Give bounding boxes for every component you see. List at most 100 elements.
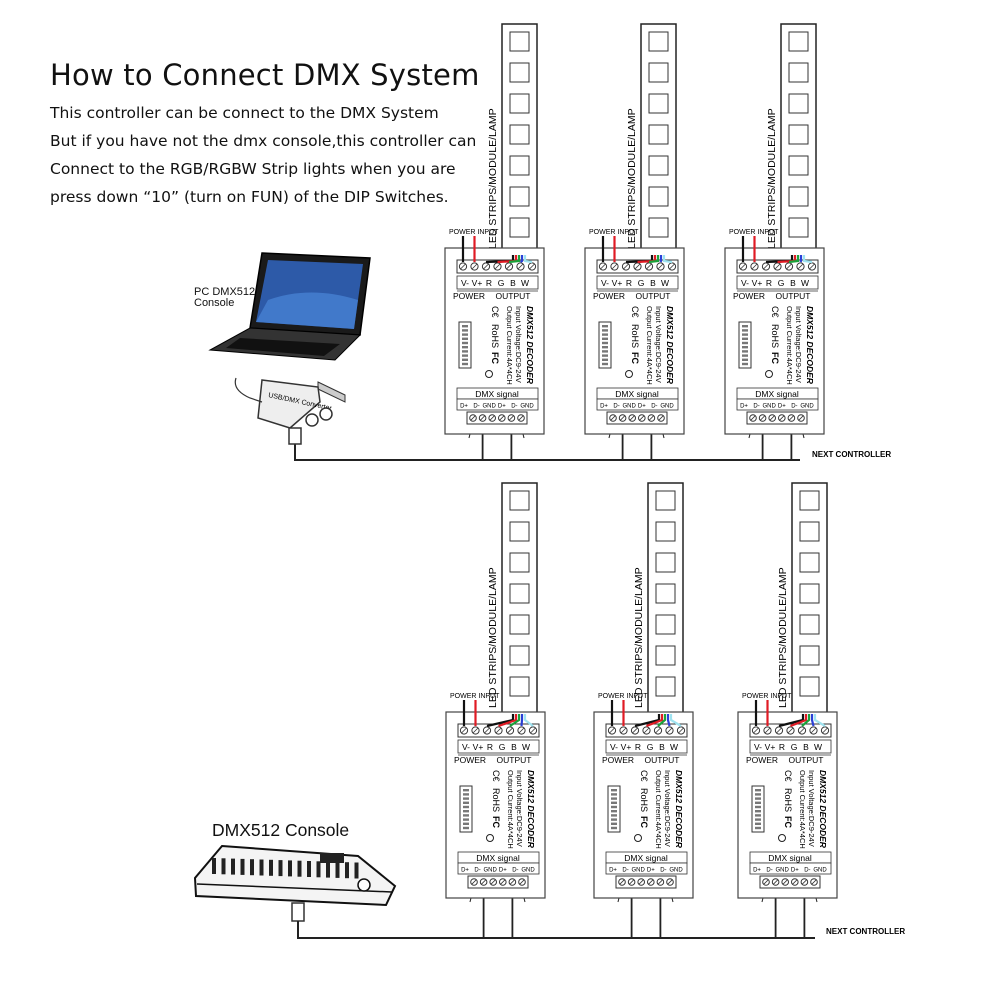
- strip-wire: [520, 714, 524, 727]
- led-cell: [788, 155, 809, 176]
- dmx-screw-slot: [629, 415, 635, 421]
- strip-wire: [669, 714, 682, 727]
- dmx-screw-slot: [801, 879, 807, 885]
- dip-lever: [463, 793, 469, 796]
- led-cell: [509, 583, 530, 604]
- terminal-label-row: [605, 739, 688, 754]
- screw-slot: [611, 263, 618, 270]
- dip-lever: [462, 337, 468, 340]
- led-strip-label: LED STRIPS/MODULE/LAMP: [633, 567, 645, 708]
- dmx-pin-1: D-: [622, 868, 628, 874]
- led-cell: [509, 186, 530, 207]
- led-strip-label: LED STRIPS/MODULE/LAMP: [487, 108, 499, 249]
- decoder-spec-voltage: Input Voltage:DC9-24V: [515, 770, 524, 847]
- strip-wire: [788, 255, 800, 264]
- dmx-pin-2: GND: [484, 868, 498, 874]
- decoder-spec-current: Output Current:4A*4CH: [654, 770, 663, 849]
- dip-lever: [755, 793, 761, 796]
- terminal-label-5: W: [814, 742, 822, 752]
- strip-wire: [802, 255, 813, 264]
- wires-b0: POWER INPUT: [450, 693, 534, 728]
- dmx-pin-2: GND: [623, 404, 637, 410]
- console-fader: [231, 858, 235, 875]
- led-cell: [509, 124, 530, 145]
- console-fader: [297, 860, 302, 877]
- dip-lever: [755, 797, 761, 800]
- screw-slot: [506, 263, 512, 270]
- dip-lever: [742, 362, 748, 366]
- strip-wire: [790, 714, 808, 728]
- strip-wire: [659, 255, 663, 263]
- dip-lever: [611, 810, 617, 813]
- dmx-pin-0: D+: [609, 868, 617, 874]
- output-section-label: OUTPUT: [776, 291, 811, 301]
- recycle-icon: [485, 370, 493, 378]
- cert-rohs: RoHS: [770, 324, 780, 348]
- dip-lever: [463, 826, 469, 830]
- dmx-pin-row: [736, 398, 819, 411]
- usb-dmx-converter-icon: USB/DMX Converter: [234, 377, 346, 445]
- console-body: [193, 844, 397, 907]
- strip-wire: [523, 714, 534, 727]
- led-cell: [509, 614, 530, 635]
- output-section-label: OUTPUT: [497, 755, 532, 765]
- intro-line-3: Connect to the RGB/RGBW Strip lights whe…: [50, 160, 456, 178]
- dmx-signal-label: DMX signal: [624, 853, 668, 863]
- decoder-spec-voltage: Input Voltage:DC9-24V: [654, 306, 663, 383]
- laptop-icon: [208, 252, 371, 361]
- screw-slot: [620, 727, 627, 734]
- decoder-model: DMX512 DECODER: [818, 770, 828, 849]
- strip-wire: [509, 714, 521, 727]
- decoder-model: DMX512 DECODER: [665, 306, 675, 385]
- terminal-label-1: V+: [612, 278, 623, 288]
- power-input-label: POWER INPUT: [598, 693, 648, 700]
- dmx-screw-slot: [667, 879, 673, 885]
- dip-lever: [755, 826, 761, 830]
- console-fader: [221, 858, 226, 875]
- screw-slot: [666, 727, 673, 734]
- dmx-pin-4: D-: [791, 404, 797, 410]
- strip-wire: [799, 255, 803, 263]
- dip-lever: [602, 362, 608, 366]
- strip-wire: [648, 255, 660, 264]
- dmx-pin-5: GND: [520, 404, 534, 410]
- dmx-pin-1: D-: [766, 868, 772, 874]
- dip-lever: [611, 818, 617, 821]
- dip-lever: [602, 333, 608, 336]
- dmx-pin-2: GND: [776, 868, 790, 874]
- strip-wire: [813, 714, 826, 727]
- dip-lever: [463, 801, 469, 804]
- dip-lever: [463, 814, 469, 817]
- dmx-signal-label: DMX signal: [768, 853, 812, 863]
- console-fader: [326, 861, 330, 878]
- console-fader: [259, 859, 264, 876]
- screw-slot: [776, 727, 782, 734]
- dmx-pin-5: GND: [800, 404, 814, 410]
- output-section-label: OUTPUT: [645, 755, 680, 765]
- led-cell: [509, 217, 530, 238]
- dmx-screw-slot: [811, 879, 817, 885]
- decoder-spec-current: Output Current:4A*4CH: [506, 770, 515, 849]
- led-cell: [799, 521, 820, 542]
- terminal-label-4: B: [790, 278, 796, 288]
- dmx-screw-slot: [782, 879, 788, 885]
- dip-lever: [463, 822, 469, 825]
- dmx-pin-1: D-: [613, 404, 619, 410]
- dip-lever: [462, 354, 468, 357]
- terminal-label-4: B: [510, 278, 516, 288]
- dip-lever: [742, 354, 748, 357]
- console-fader: [307, 861, 311, 877]
- dip-lever: [755, 789, 761, 792]
- dmx-screw-slot: [798, 415, 804, 421]
- dmx-screw-slot: [519, 879, 525, 885]
- xlr-port: [319, 407, 333, 421]
- dip-switch-icon: [738, 321, 752, 369]
- dmx-screw-slot: [629, 879, 635, 885]
- dip-lever: [742, 350, 748, 353]
- dip-lever: [462, 341, 468, 345]
- terminal-label-2: R: [635, 742, 641, 752]
- dmx-pin-5: GND: [813, 868, 827, 874]
- dmx-screw-slot: [638, 879, 644, 885]
- console-display: [320, 853, 344, 863]
